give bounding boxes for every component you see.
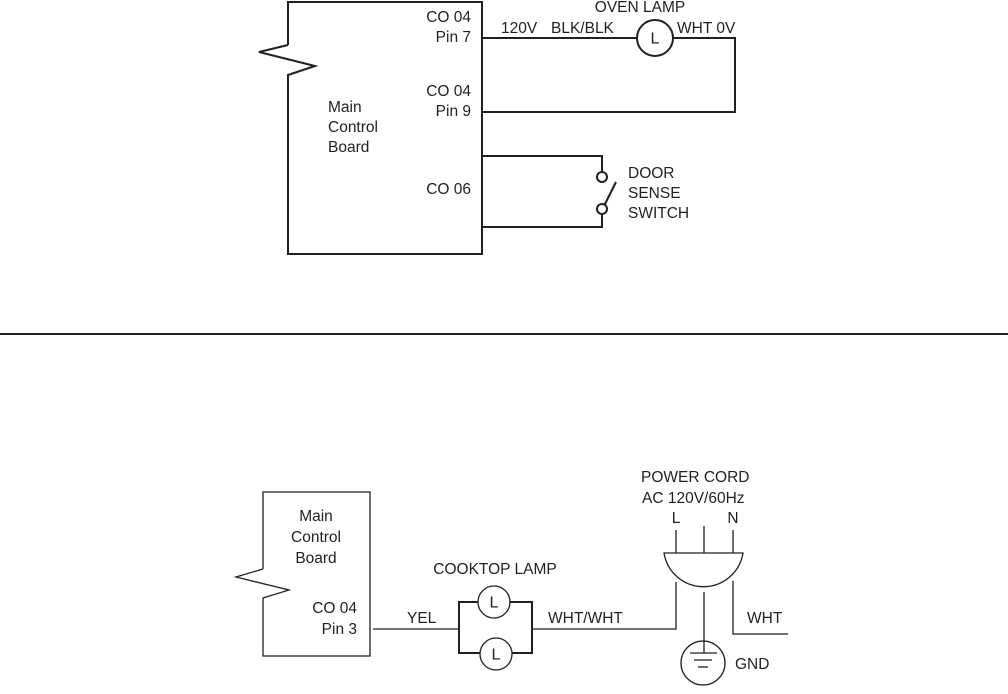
- yel-wire-label: YEL: [407, 610, 437, 627]
- connector-pin7-line1: CO 04: [426, 9, 471, 26]
- oven-lamp-voltage-in: 120V: [501, 20, 538, 37]
- oven-lamp-return-wire: [482, 37, 736, 113]
- board-label-line1: Main: [328, 99, 362, 116]
- cooktop-lamp-parallel-right: [510, 601, 533, 654]
- main-control-board-outline: [258, 1, 483, 255]
- neutral-wire: [732, 581, 788, 635]
- power-cord-neutral-label: N: [727, 510, 738, 527]
- power-cord-spec: AC 120V/60Hz: [642, 490, 745, 507]
- oven-lamp-title: OVEN LAMP: [595, 0, 685, 16]
- connector-pin9-line1: CO 04: [426, 83, 471, 100]
- door-switch-label-line2: SENSE: [628, 185, 681, 202]
- board-label-bottom-line1: Main: [299, 508, 333, 525]
- connector-pin3-line1: CO 04: [312, 600, 357, 617]
- cooktop-lamp-top-symbol: [477, 585, 511, 619]
- top-diagram: Main Control Board CO 04 Pin 7 CO 04 Pin…: [258, 0, 736, 255]
- connector-pin9-line2: Pin 9: [436, 103, 471, 120]
- door-switch-contact-bottom: [596, 203, 608, 215]
- oven-lamp-letter: L: [651, 31, 660, 48]
- neutral-wire-label: WHT: [747, 610, 783, 627]
- door-switch-lower-wire: [482, 214, 603, 228]
- door-switch-label-line3: SWITCH: [628, 205, 689, 222]
- connector-pin3-line2: Pin 3: [322, 621, 357, 638]
- door-switch-label-line1: DOOR: [628, 165, 675, 182]
- board-label-line2: Control: [328, 119, 378, 136]
- bottom-diagram: Main Control Board CO 04 Pin 3 YEL COOKT…: [233, 469, 788, 686]
- ground-symbol-circle: [680, 640, 726, 686]
- connector-co06: CO 06: [426, 181, 471, 198]
- connector-pin7-line2: Pin 7: [436, 29, 471, 46]
- main-control-board-outline-bottom: [233, 491, 371, 657]
- board-label-line3: Board: [328, 139, 369, 156]
- oven-lamp-wire-out: WHT 0V: [677, 20, 736, 37]
- cooktop-lamp-title: COOKTOP LAMP: [433, 561, 556, 578]
- ground-label: GND: [735, 656, 769, 673]
- oven-lamp-wire-in: BLK/BLK: [551, 20, 615, 37]
- plug-body: [663, 552, 744, 588]
- power-cord-line-label: L: [672, 510, 681, 527]
- cooktop-lamp-bottom-symbol: [479, 637, 513, 671]
- cooktop-lamp-bottom-letter: L: [492, 647, 501, 664]
- door-switch-contact-top: [596, 171, 608, 183]
- board-label-bottom-line3: Board: [295, 550, 336, 567]
- power-cord-title: POWER CORD: [641, 469, 750, 486]
- board-label-bottom-line2: Control: [291, 529, 341, 546]
- door-switch-arm: [604, 181, 617, 205]
- door-switch-upper-wire: [482, 155, 603, 172]
- oven-lamp-symbol: [636, 19, 674, 57]
- wht-wht-wire: [532, 582, 677, 630]
- wht-wht-wire-label: WHT/WHT: [548, 610, 623, 627]
- cooktop-lamp-top-letter: L: [490, 595, 499, 612]
- cooktop-lamp-parallel-left: [458, 601, 480, 654]
